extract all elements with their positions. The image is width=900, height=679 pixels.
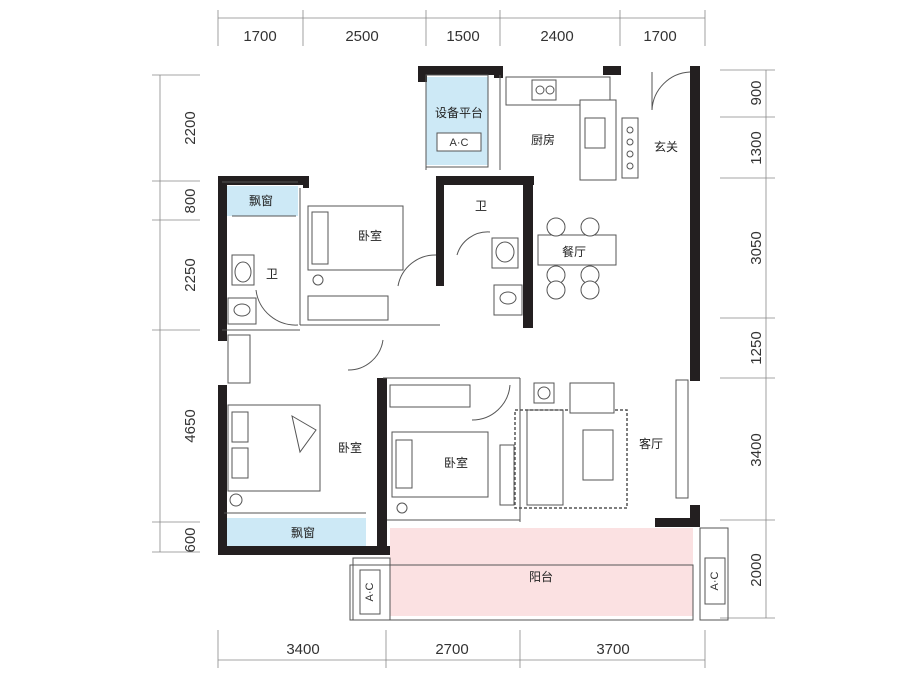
ac-unit-left bbox=[359, 569, 381, 615]
dimension-guides bbox=[152, 10, 775, 668]
label-bay-window-top: 飘窗 bbox=[249, 194, 273, 208]
ac-units: A·C A·C A·C bbox=[359, 132, 726, 615]
label-dining: 餐厅 bbox=[562, 244, 586, 259]
dim-left-4: 4650 bbox=[182, 409, 199, 442]
label-bedroom-north: 卧室 bbox=[358, 228, 382, 243]
bathroom-fixtures bbox=[227, 237, 523, 325]
label-kitchen: 厨房 bbox=[531, 132, 555, 147]
ac-label-left: A·C bbox=[364, 582, 376, 601]
dimension-labels-top: 1700 2500 1500 2400 1700 bbox=[243, 28, 676, 45]
ac-unit-platform bbox=[436, 132, 482, 152]
label-bedroom-master: 卧室 bbox=[338, 440, 362, 455]
dim-bottom-3: 3700 bbox=[596, 641, 629, 658]
dim-bottom-2: 2700 bbox=[435, 641, 468, 658]
label-bathroom-west: 卫 bbox=[266, 267, 278, 281]
walls bbox=[218, 66, 700, 555]
label-bedroom-south: 卧室 bbox=[444, 455, 468, 470]
dim-bottom-1: 3400 bbox=[286, 641, 319, 658]
dim-right-5: 3400 bbox=[748, 433, 765, 466]
bay-window-top-zone bbox=[222, 186, 298, 216]
dim-left-5: 600 bbox=[182, 527, 199, 552]
dimension-labels-left: 2200 800 2250 4650 600 bbox=[182, 111, 199, 552]
bay-window-bottom-zone bbox=[224, 518, 366, 546]
thin-lines bbox=[222, 74, 729, 621]
dim-left-2: 800 bbox=[182, 188, 199, 213]
bedroom-south-furniture bbox=[389, 384, 515, 514]
dim-right-4: 1250 bbox=[748, 331, 765, 364]
dim-top-1: 1700 bbox=[243, 28, 276, 45]
bedroom-north-furniture bbox=[307, 205, 404, 321]
label-bay-window-bottom: 飘窗 bbox=[291, 526, 315, 540]
label-bathroom-north: 卫 bbox=[475, 199, 487, 213]
equipment-platform-zone bbox=[426, 77, 488, 165]
ac-label-right: A·C bbox=[709, 571, 721, 590]
ac-unit-right bbox=[704, 557, 726, 605]
dim-top-3: 1500 bbox=[446, 28, 479, 45]
dim-top-5: 1700 bbox=[643, 28, 676, 45]
dim-top-2: 2500 bbox=[345, 28, 378, 45]
room-labels: 设备平台 厨房 玄关 飘窗 卧室 卫 卫 餐厅 卧室 卧室 客厅 飘窗 阳台 bbox=[249, 105, 678, 584]
balcony-zone bbox=[390, 528, 693, 616]
label-entrance: 玄关 bbox=[654, 139, 678, 154]
bedroom-master-furniture bbox=[227, 334, 321, 507]
doors bbox=[255, 71, 691, 421]
dim-top-4: 2400 bbox=[540, 28, 573, 45]
label-balcony: 阳台 bbox=[529, 569, 553, 584]
label-living: 客厅 bbox=[639, 436, 663, 451]
dim-right-3: 3050 bbox=[748, 231, 765, 264]
dim-right-1: 900 bbox=[748, 80, 765, 105]
dim-left-3: 2250 bbox=[182, 258, 199, 291]
kitchen-fixtures bbox=[505, 76, 639, 181]
dimension-labels-bottom: 3400 2700 3700 bbox=[286, 641, 629, 658]
dimension-labels-right: 900 1300 3050 1250 3400 2000 bbox=[748, 80, 765, 586]
ac-label-platform: A·C bbox=[450, 137, 469, 149]
living-room-furniture bbox=[514, 379, 689, 509]
dim-right-2: 1300 bbox=[748, 131, 765, 164]
dim-left-1: 2200 bbox=[182, 111, 199, 144]
label-equipment-platform: 设备平台 bbox=[435, 105, 483, 120]
dim-right-6: 2000 bbox=[748, 553, 765, 586]
dining-table bbox=[537, 217, 617, 300]
